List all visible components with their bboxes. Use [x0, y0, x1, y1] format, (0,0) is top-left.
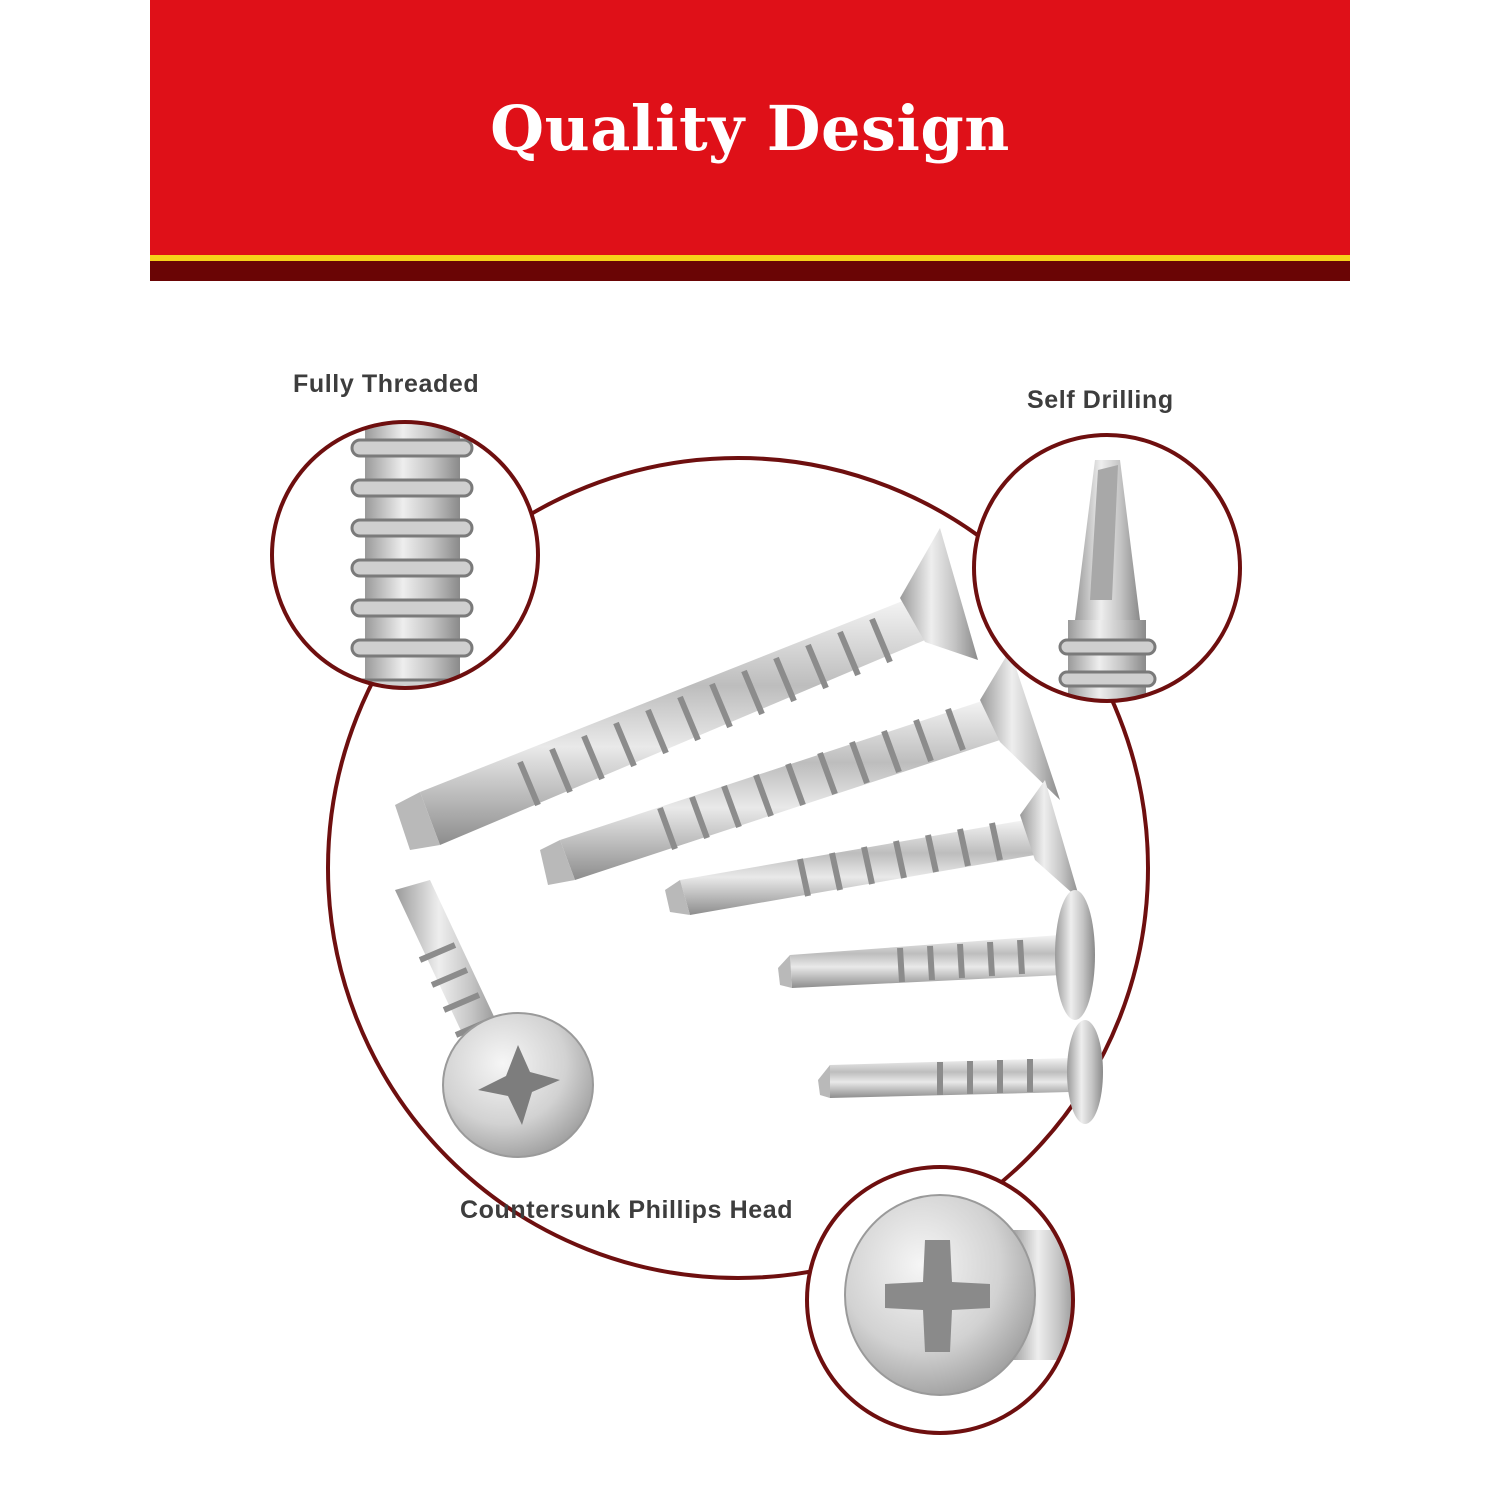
screw-5: [818, 1020, 1103, 1124]
callout-head-ring: [805, 1165, 1075, 1435]
callout-drilling-ring: [972, 433, 1242, 703]
banner-title: Quality Design: [490, 92, 1010, 165]
head-closeup: [844, 1194, 1073, 1396]
drilling-closeup: [1058, 460, 1157, 701]
screw-2: [540, 650, 1060, 885]
label-fully-threaded: Fully Threaded: [293, 370, 480, 398]
label-countersunk-head: Countersunk Phillips Head: [460, 1196, 794, 1224]
callout-threaded-ring: [270, 420, 540, 690]
threaded-closeup: [350, 422, 474, 688]
title-banner: [150, 0, 1350, 255]
banner-stripe-yellow: [150, 255, 1350, 261]
banner-stripe-dark: [150, 261, 1350, 281]
label-self-drilling: Self Drilling: [1027, 386, 1174, 414]
screw-standing: [395, 880, 594, 1158]
screw-4: [778, 890, 1095, 1020]
screw-1: [395, 528, 978, 850]
screw-3: [665, 780, 1080, 915]
